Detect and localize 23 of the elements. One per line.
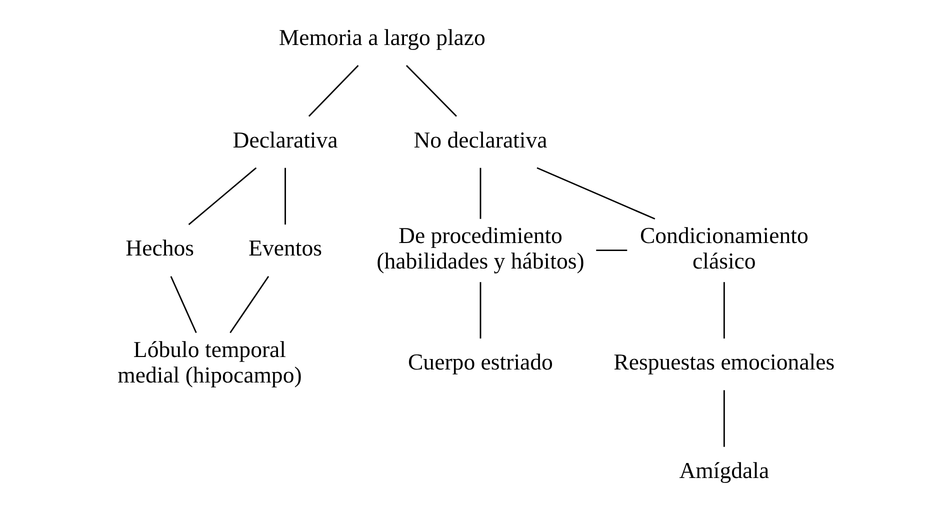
node-text: De procedimiento (habilidades y hábitos) <box>376 222 584 274</box>
node-text: Hechos <box>126 236 194 261</box>
connector <box>284 168 286 225</box>
node-text: Respuestas emocionales <box>614 350 835 375</box>
connector <box>480 282 482 339</box>
connector <box>723 390 725 447</box>
node-text: Lóbulo temporal medial (hipocampo) <box>118 336 302 388</box>
node-text: Declarativa <box>232 127 338 152</box>
node-text: No declarativa <box>414 127 548 152</box>
connector <box>230 276 270 334</box>
connector <box>596 250 628 252</box>
node-text: Condicionamiento clásico <box>640 222 808 274</box>
node-text: Memoria a largo plazo <box>278 24 486 50</box>
node-text: Amígdala <box>679 458 770 484</box>
connector <box>406 64 457 117</box>
connector <box>308 64 359 117</box>
connector <box>170 276 197 334</box>
connector <box>536 167 656 220</box>
node-text: Cuerpo estriado <box>408 350 553 375</box>
connector <box>480 168 482 219</box>
connector <box>188 167 257 226</box>
connector <box>723 282 725 339</box>
node-text: Eventos <box>248 236 322 261</box>
